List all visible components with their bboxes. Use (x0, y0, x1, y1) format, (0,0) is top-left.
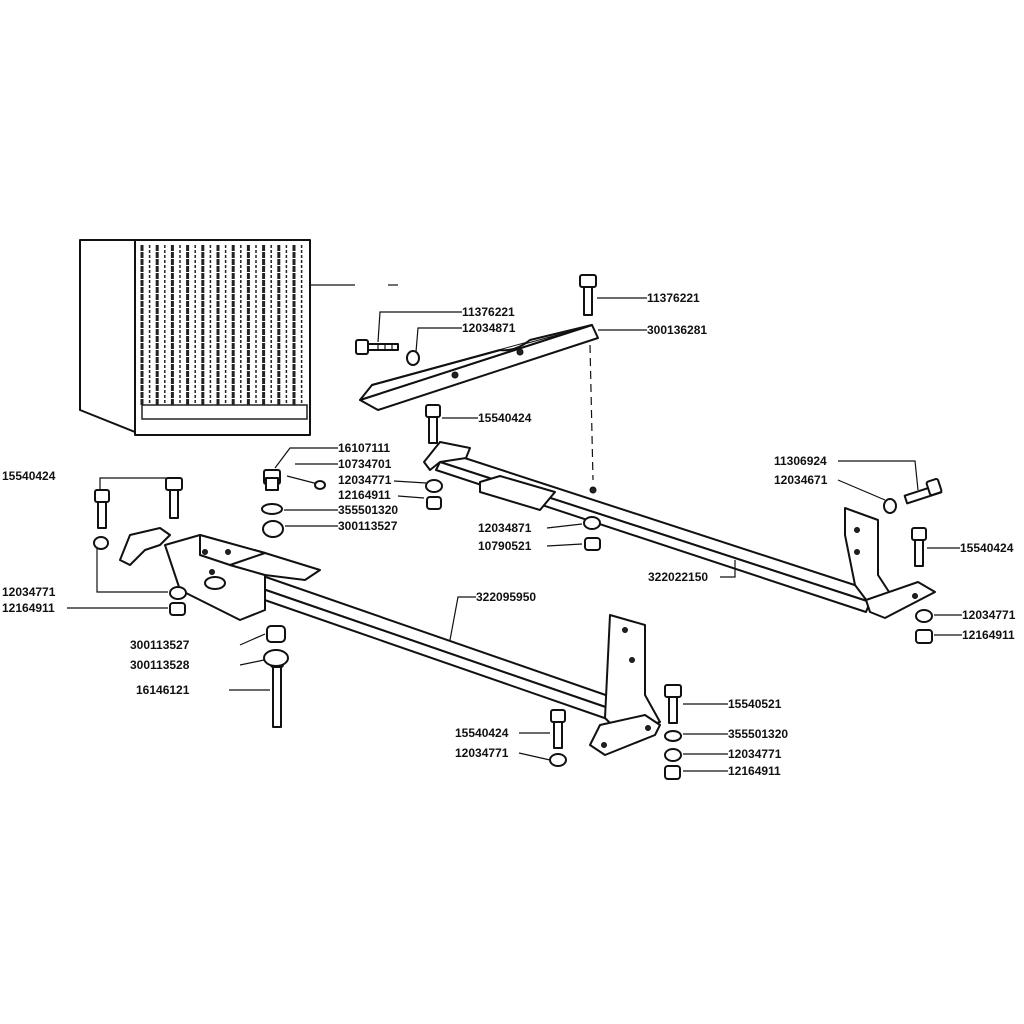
bushing-icon (262, 520, 284, 538)
nut-icon (915, 629, 933, 644)
part-label: 15540424 (455, 726, 509, 740)
rear-cross-member (423, 441, 936, 619)
part-label: 12034771 (728, 747, 782, 761)
washer-icon (664, 748, 682, 762)
castle-nut-icon (263, 469, 281, 491)
part-label: 12034771 (338, 473, 392, 487)
part-label: 12164911 (728, 764, 781, 778)
part-label: 12164911 (2, 601, 55, 615)
part-label: 300113527 (130, 638, 190, 652)
part-label: 12034671 (774, 473, 828, 487)
nut-icon (426, 496, 442, 510)
part-label: 11376221 (647, 291, 700, 305)
part-label: 15540424 (478, 411, 532, 425)
angle-bracket (359, 324, 599, 411)
leader-lines (67, 297, 962, 772)
front-cross-member (119, 527, 661, 756)
washer-icon (93, 536, 109, 550)
washer-icon (664, 730, 682, 742)
part-label: 300113528 (130, 658, 190, 672)
bolt-icon (911, 527, 927, 567)
washer-icon (425, 479, 443, 493)
nut-icon (584, 537, 601, 551)
part-label: 16146121 (136, 683, 190, 697)
part-label: 15540424 (960, 541, 1014, 555)
part-label: 12164911 (962, 628, 1015, 642)
bolt-icon (550, 709, 566, 749)
bushing-icon (266, 625, 286, 643)
part-label: 12034771 (2, 585, 56, 599)
part-label: 322022150 (648, 570, 708, 584)
part-label: 15540521 (728, 697, 782, 711)
washer-icon (169, 586, 187, 600)
part-label: 300113527 (338, 519, 398, 533)
part-label: 10734701 (338, 457, 392, 471)
bushing-icon (263, 649, 289, 667)
washer-icon (915, 609, 933, 623)
part-label: 355501320 (728, 727, 788, 741)
washer-icon (883, 498, 897, 514)
part-labels: 11376221 11376221 12034871 300136281 155… (2, 291, 1016, 778)
part-label: 12034871 (478, 521, 532, 535)
washer-icon (406, 350, 420, 366)
part-label: 12034771 (455, 746, 509, 760)
bolt-icon (579, 274, 597, 316)
nut-icon (664, 765, 681, 780)
nut-icon (169, 602, 186, 616)
part-label: 12164911 (338, 488, 391, 502)
bolt-icon (664, 684, 682, 724)
bolt-icon (425, 404, 441, 444)
washer-icon (583, 516, 601, 530)
part-label: 12034771 (962, 608, 1016, 622)
part-label: 11376221 (462, 305, 515, 319)
part-label: 355501320 (338, 503, 398, 517)
washer-icon (261, 503, 283, 515)
bolt-icon (903, 478, 943, 505)
part-label: 322095950 (476, 590, 536, 604)
radiator-base (141, 404, 308, 420)
part-label: 12034871 (462, 321, 516, 335)
washer-icon (549, 753, 567, 767)
part-label: 300136281 (647, 323, 707, 337)
pin-icon (286, 475, 326, 490)
bolt-icon (94, 489, 110, 529)
part-label: 10790521 (478, 539, 532, 553)
bolt-icon (165, 477, 183, 519)
bolt-icon (355, 339, 399, 355)
radiator (79, 239, 398, 436)
part-label: 11306924 (774, 454, 827, 468)
part-label: 15540424 (2, 469, 56, 483)
part-label: 16107111 (338, 441, 390, 455)
